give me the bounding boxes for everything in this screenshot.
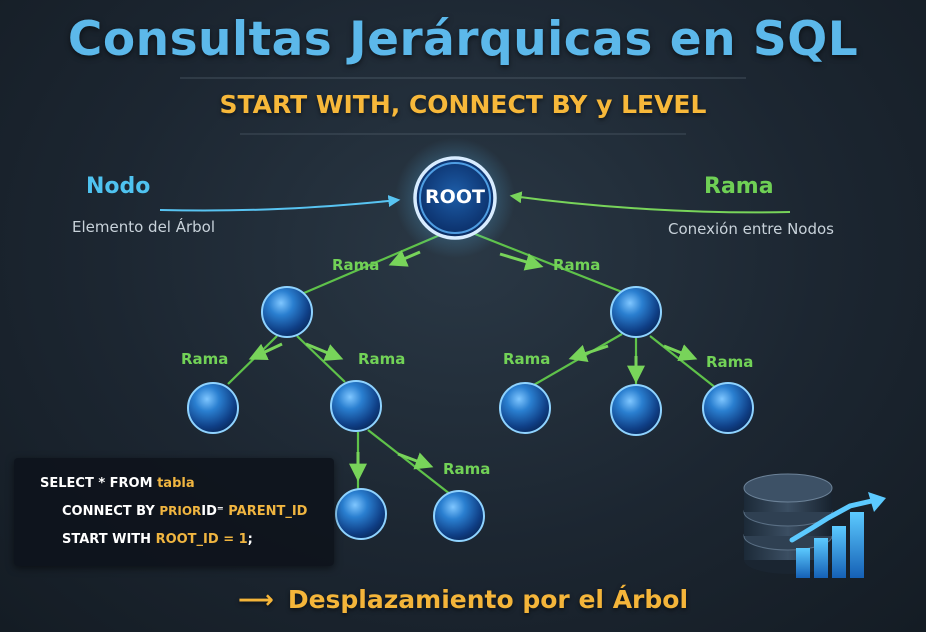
- legend-node-label: Nodo: [86, 174, 151, 199]
- edge-label-lr-b: Rama: [443, 460, 491, 478]
- node-l2-e: [702, 382, 754, 434]
- edge-label-r-rl: Rama: [503, 350, 551, 368]
- tree-nodes: [187, 286, 754, 542]
- root-node: [413, 156, 497, 240]
- legend-branch-label: Rama: [704, 174, 774, 199]
- arrow-l-lr: [305, 342, 344, 361]
- page-title: Consultas Jerárquicas en SQL: [67, 12, 859, 67]
- arrow-root-right: [499, 252, 544, 271]
- edge-l-lr: [296, 335, 346, 383]
- right-arrow-icon: ⟶: [237, 585, 274, 614]
- page-subtitle: START WITH, CONNECT BY y LEVEL: [219, 90, 707, 119]
- node-l2-a: [187, 382, 239, 434]
- edge-label-l-lr: Rama: [358, 350, 406, 368]
- code-table-name: tabla: [157, 476, 195, 491]
- edge-label-l-ll: Rama: [181, 350, 229, 368]
- code-select-keyword: SELECT * FROM: [40, 476, 153, 491]
- root-ring: [419, 162, 491, 234]
- tree-edges: [227, 230, 717, 495]
- node-l3-b: [433, 490, 485, 542]
- root-node-label: ROOT: [425, 186, 485, 208]
- edge-lr-b: [367, 429, 451, 495]
- pointer-rama: [509, 191, 791, 214]
- code-id-eq: ID⁼: [201, 504, 224, 519]
- arrow-r-rl: [568, 344, 609, 362]
- node-l2-b: [330, 380, 382, 432]
- node-l2-d: [610, 384, 662, 436]
- code-prior-keyword: PRIOR: [159, 504, 202, 518]
- footer-caption-row: ⟶ Desplazamiento por el Árbol: [0, 585, 926, 614]
- footer-caption: Desplazamiento por el Árbol: [287, 585, 689, 614]
- edge-r-rr: [649, 335, 717, 389]
- code-start-cond: ROOT_ID = 1: [155, 532, 248, 547]
- code-connect-keyword: CONNECT BY: [62, 504, 155, 519]
- node-l1-left: [261, 286, 313, 338]
- edge-label-root-right: Rama: [553, 256, 601, 274]
- sql-code-box: SELECT * FROM tabla CONNECT BY PRIORID⁼ …: [14, 458, 334, 566]
- legend-branch-desc: Conexión entre Nodos: [668, 220, 834, 238]
- edge-label-r-rr: Rama: [706, 353, 754, 371]
- code-line-1: SELECT * FROM tabla: [40, 476, 195, 491]
- edge-label-root-left: Rama: [332, 256, 380, 274]
- node-l3-a: [335, 488, 387, 540]
- edge-l-ll: [227, 335, 278, 385]
- edge-arrows: [248, 250, 698, 482]
- node-l1-right: [610, 286, 662, 338]
- arrow-lr-b: [397, 452, 434, 470]
- legend-node-desc: Elemento del Árbol: [72, 218, 216, 236]
- node-l2-c: [499, 382, 551, 434]
- code-parent-col: PARENT_ID: [228, 504, 308, 519]
- code-line-2: CONNECT BY PRIORID⁼ PARENT_ID: [62, 504, 307, 519]
- arrow-l-ll: [248, 342, 283, 361]
- code-start-keyword: START WITH: [62, 532, 152, 547]
- pointer-nodo: [159, 195, 401, 212]
- arrow-r-rr: [663, 344, 698, 362]
- growth-chart-icon: [789, 492, 886, 578]
- code-line-3: START WITH ROOT_ID = 1;: [62, 532, 253, 547]
- code-semicolon: ;: [247, 532, 253, 547]
- arrow-root-left: [388, 250, 421, 267]
